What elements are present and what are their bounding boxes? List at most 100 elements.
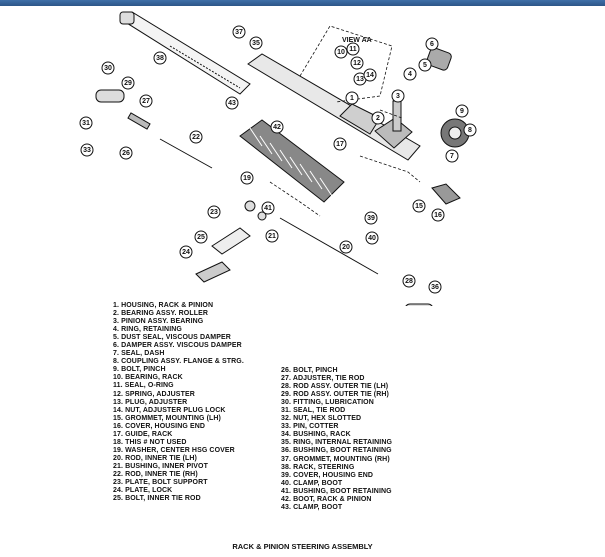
- callout-number: 23: [210, 209, 218, 216]
- callout-24: 24: [179, 245, 193, 259]
- callout-number: 2: [376, 115, 380, 122]
- window-title-bar: [0, 0, 605, 6]
- legend-item: 33. PIN, COTTER: [281, 423, 339, 431]
- callout-number: 31: [82, 120, 90, 127]
- legend-item: 29. ROD ASSY. OUTER TIE (RH): [281, 391, 389, 399]
- callout-number: 42: [273, 124, 281, 131]
- legend-item: 16. COVER, HOUSING END: [113, 422, 206, 430]
- callout-20: 20: [339, 240, 353, 254]
- callout-16: 16: [431, 208, 445, 222]
- callout-number: 40: [368, 235, 376, 242]
- callout-22: 22: [189, 130, 203, 144]
- callout-8: 8: [463, 123, 477, 137]
- legend-item: 36. BUSHING, BOOT RETAINING: [281, 447, 392, 455]
- callout-6: 6: [425, 37, 439, 51]
- legend-item: 37. GROMMET, MOUNTING (RH): [281, 455, 390, 463]
- callout-19: 19: [240, 171, 254, 185]
- callout-number: 12: [353, 60, 361, 67]
- outer-tie-rod-rh: [95, 89, 151, 130]
- callout-number: 36: [431, 284, 439, 291]
- legend-item: 17. GUIDE, RACK: [113, 430, 173, 438]
- legend-item: 30. FITTING, LUBRICATION: [281, 399, 374, 407]
- callout-2: 2: [371, 111, 385, 125]
- callout-number: 37: [235, 29, 243, 36]
- legend-item: 41. BUSHING, BOOT RETAINING: [281, 487, 392, 495]
- legend-item: 40. CLAMP, BOOT: [281, 479, 343, 487]
- legend-item: 23. PLATE, BOLT SUPPORT: [113, 479, 208, 487]
- rack-pinion-housing: [247, 53, 421, 161]
- callout-33: 33: [80, 143, 94, 157]
- view-aa-box: VIEW AA: [299, 25, 393, 103]
- callout-35: 35: [249, 36, 263, 50]
- inner-tie-rod-rh: [159, 138, 213, 169]
- legend-item: 32. NUT, HEX SLOTTED: [281, 415, 362, 423]
- callout-number: 16: [434, 212, 442, 219]
- callout-14: 14: [363, 68, 377, 82]
- callout-31: 31: [79, 116, 93, 130]
- callout-number: 24: [182, 249, 190, 256]
- legend-item: 7. SEAL, DASH: [113, 350, 165, 358]
- callout-26: 26: [119, 146, 133, 160]
- legend-item: 1. HOUSING, RACK & PINION: [113, 302, 214, 309]
- legend-item: 21. BUSHING, INNER PIVOT: [113, 462, 208, 470]
- callout-29: 29: [121, 76, 135, 90]
- callout-number: 8: [468, 127, 472, 134]
- callout-number: 22: [192, 134, 200, 141]
- callout-number: 13: [356, 76, 364, 83]
- inner-pivot-parts: [195, 200, 267, 283]
- legend-item: 25. BOLT, INNER TIE ROD: [113, 495, 201, 503]
- legend-item: 9. BOLT, PINCH: [113, 366, 166, 374]
- steering-rack: [119, 11, 251, 95]
- callout-number: 29: [124, 80, 132, 87]
- legend-item: 13. PLUG, ADJUSTER: [113, 398, 188, 406]
- legend-item: 10. BEARING, RACK: [113, 374, 183, 382]
- pinion-assembly: [392, 100, 402, 132]
- legend-item: 4. RING, RETAINING: [113, 326, 182, 334]
- viscous-damper: [426, 47, 452, 71]
- legend-item: 3. PINION ASSY. BEARING: [113, 318, 204, 326]
- callout-15: 15: [412, 199, 426, 213]
- callout-number: 27: [142, 98, 150, 105]
- legend-item: 42. BOOT, RACK & PINION: [281, 495, 372, 503]
- callout-number: 35: [252, 40, 260, 47]
- callout-39: 39: [364, 211, 378, 225]
- callout-number: 9: [460, 108, 464, 115]
- callout-number: 30: [104, 65, 112, 72]
- legend-item: 19. WASHER, CENTER HSG COVER: [113, 446, 235, 454]
- callout-number: 1: [350, 95, 354, 102]
- callout-number: 3: [396, 93, 400, 100]
- callout-30: 30: [101, 61, 115, 75]
- callout-12: 12: [350, 56, 364, 70]
- legend-item: 26. BOLT, PINCH: [281, 367, 338, 374]
- callout-27: 27: [139, 94, 153, 108]
- callout-number: 5: [423, 62, 427, 69]
- callout-number: 7: [450, 153, 454, 160]
- housing-end-cover: [431, 183, 461, 205]
- outer-tie-rod-lh: [405, 303, 433, 306]
- coupling-assembly: [440, 118, 470, 148]
- callout-number: 26: [122, 150, 130, 157]
- callout-23: 23: [207, 205, 221, 219]
- legend-item: 28. ROD ASSY. OUTER TIE (LH): [281, 383, 389, 391]
- callout-37: 37: [232, 25, 246, 39]
- legend-item: 27. ADJUSTER, TIE ROD: [281, 375, 365, 383]
- legend-item: 15. GROMMET, MOUNTING (LH): [113, 414, 221, 422]
- legend-item: 31. SEAL, TIE ROD: [281, 407, 346, 415]
- callout-number: 6: [430, 41, 434, 48]
- callout-21: 21: [265, 229, 279, 243]
- callout-36: 36: [428, 280, 442, 294]
- callout-number: 41: [264, 205, 272, 212]
- legend-item: 24. PLATE, LOCK: [113, 487, 173, 495]
- callout-9: 9: [455, 104, 469, 118]
- inner-tie-rod-lh: [279, 217, 379, 275]
- legend-item: 14. NUT, ADJUSTER PLUG LOCK: [113, 406, 226, 414]
- legend-item: 34. BUSHING, RACK: [281, 431, 351, 439]
- callout-number: 19: [243, 175, 251, 182]
- callout-10: 10: [334, 45, 348, 59]
- callout-17: 17: [333, 137, 347, 151]
- legend-item: 8. COUPLING ASSY. FLANGE & STRG.: [113, 358, 244, 366]
- callout-number: 39: [367, 215, 375, 222]
